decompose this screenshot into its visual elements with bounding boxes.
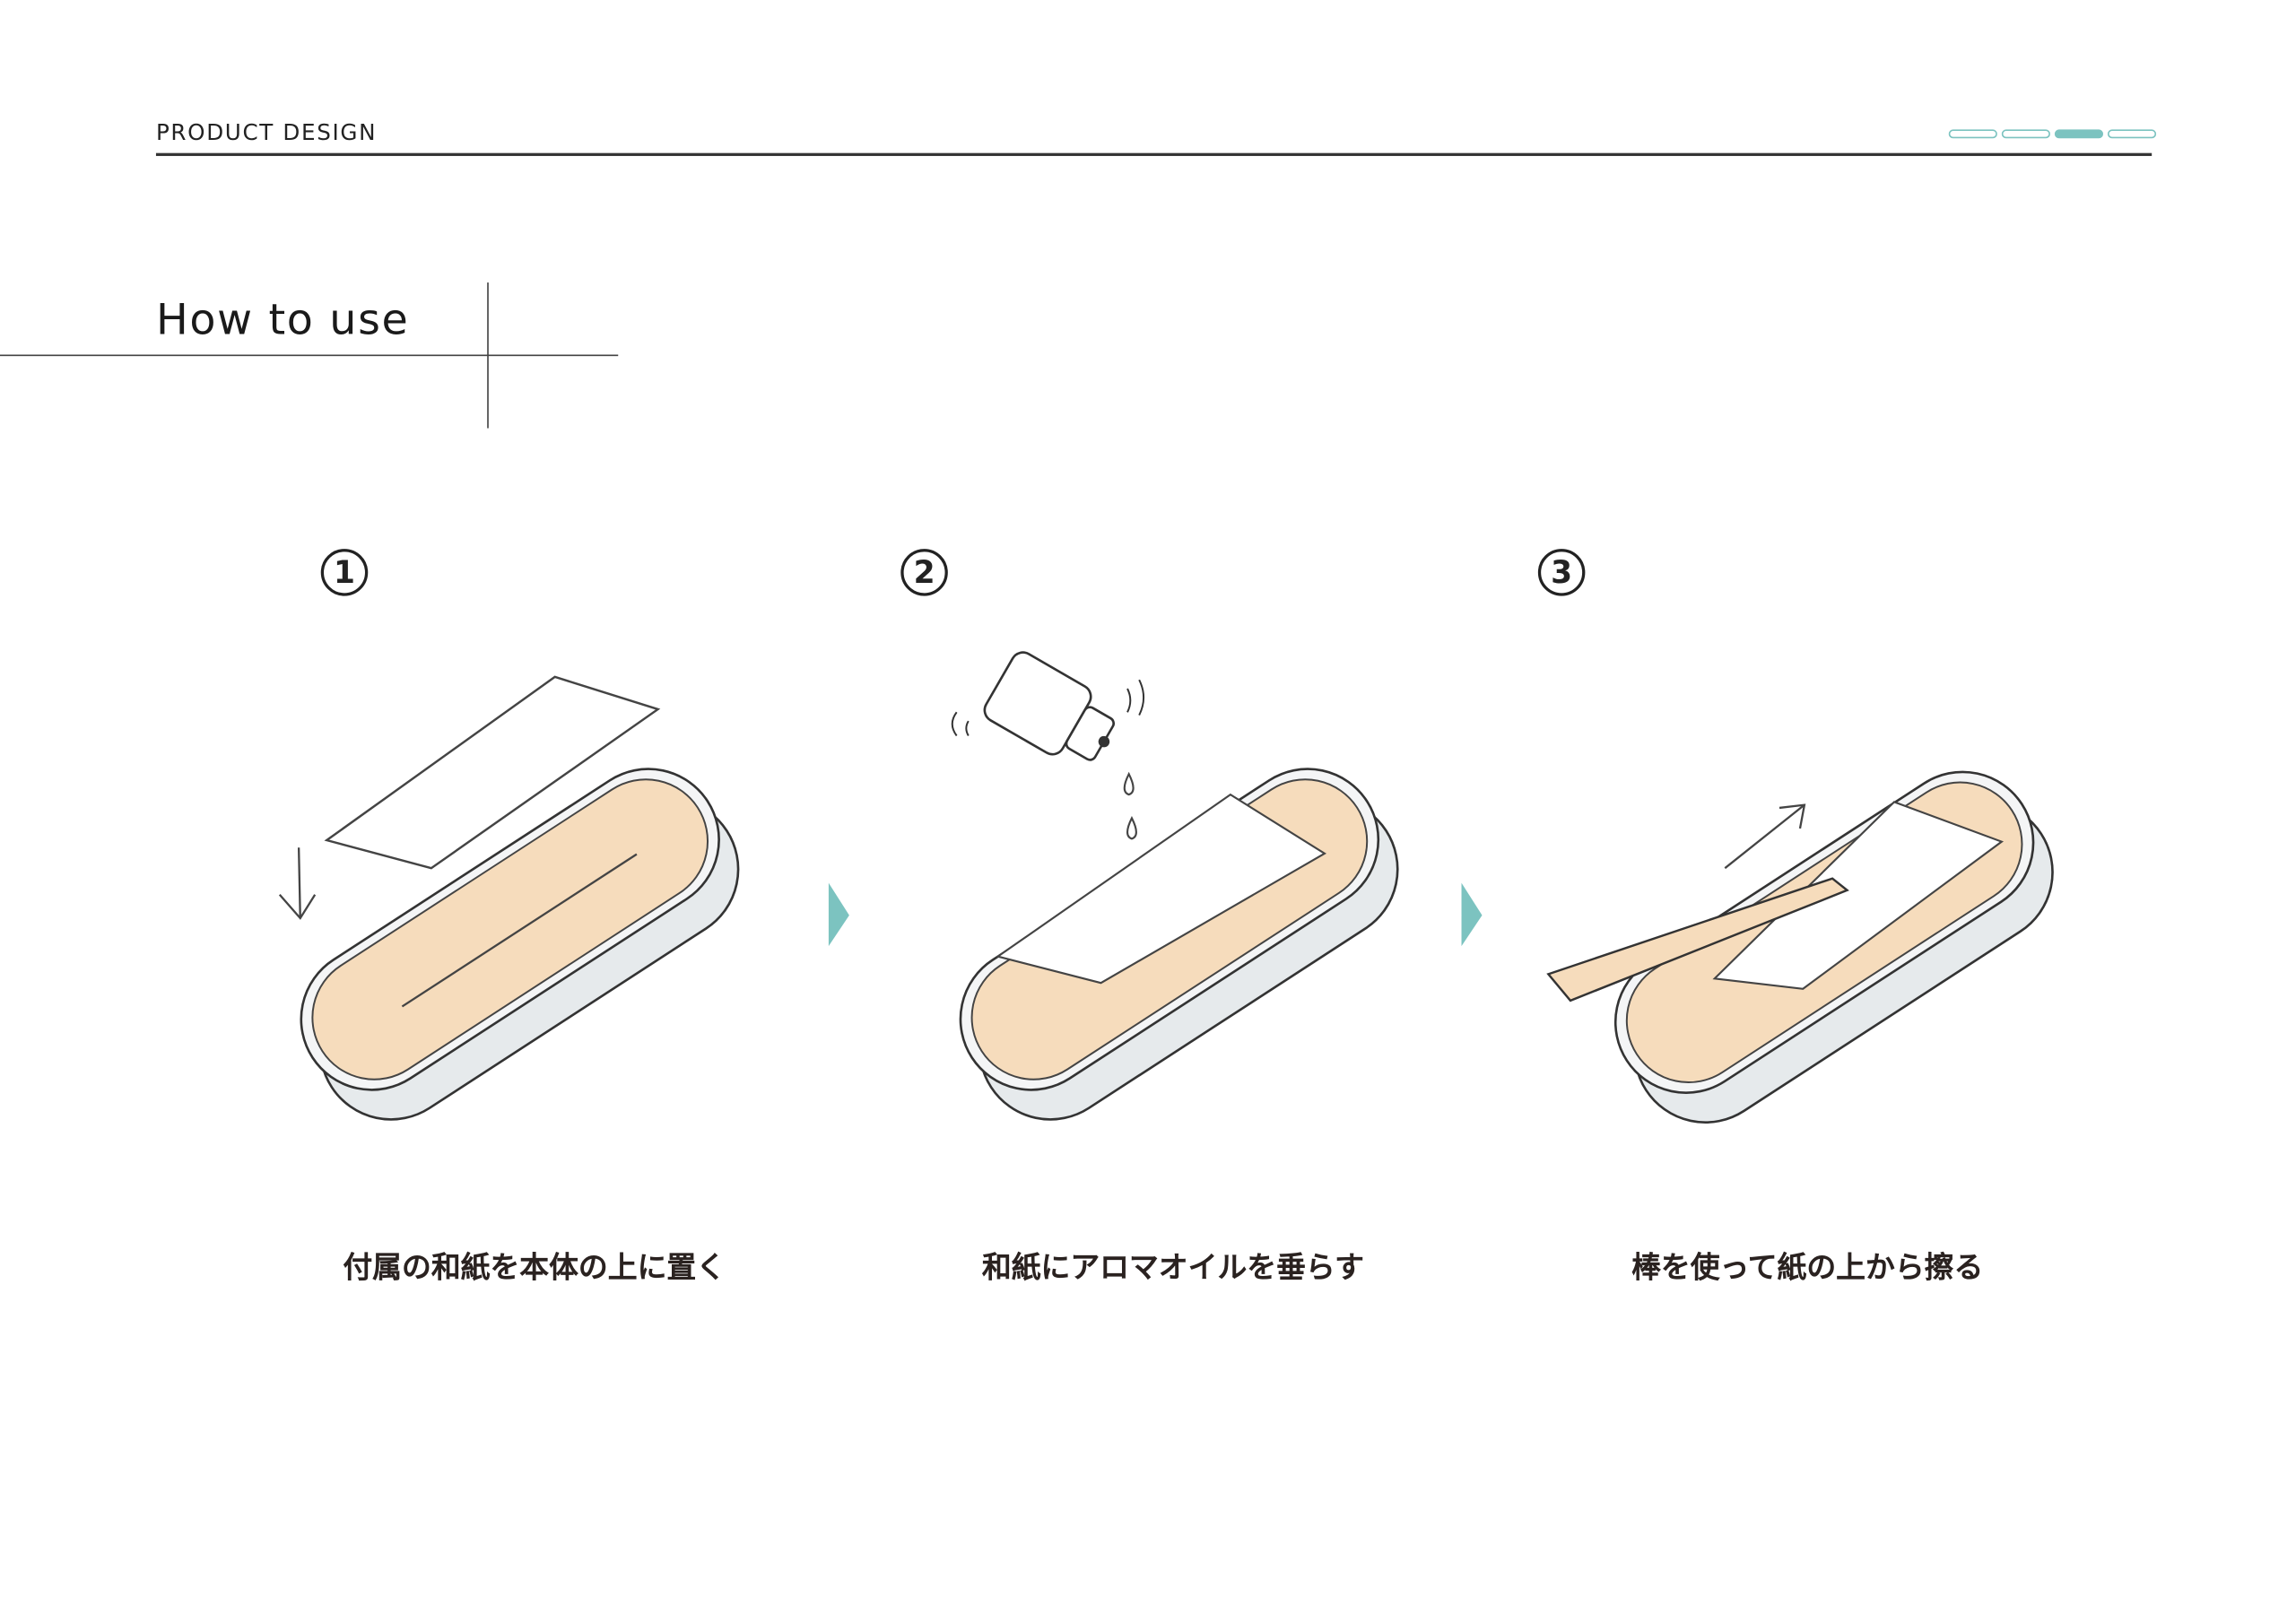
step-3-number: 3 xyxy=(1537,549,1586,596)
section-label: PRODUCT DESIGN xyxy=(155,118,378,146)
title-crosshair-vertical xyxy=(487,282,489,429)
diagonal-arrow-icon xyxy=(1724,803,1806,870)
washi-paper xyxy=(324,675,661,870)
next-step-arrow-icon xyxy=(1461,882,1483,947)
step-2-caption: 和紙にアロマオイルを垂らす xyxy=(981,1249,1364,1285)
step-2-number: 2 xyxy=(900,549,948,596)
step-2-illustration xyxy=(932,651,1426,1148)
step-3-illustration xyxy=(1546,743,2082,1151)
page-title: How to use xyxy=(155,294,410,345)
rubbing-stick xyxy=(1546,877,1849,1002)
oil-drop-icon xyxy=(1123,771,1137,840)
page-indicator-dot-3-active[interactable] xyxy=(2054,129,2104,139)
title-crosshair-horizontal xyxy=(0,354,619,357)
page-indicator-dot-4[interactable] xyxy=(2107,129,2157,139)
oil-bottle-icon xyxy=(951,651,1145,761)
step-1-number: 1 xyxy=(320,549,369,596)
page-indicator xyxy=(1948,129,2157,139)
next-step-arrow-icon xyxy=(828,882,849,947)
step-1-illustration xyxy=(273,675,767,1148)
page-indicator-dot-1[interactable] xyxy=(1948,129,1997,139)
header-divider xyxy=(155,152,2152,156)
washi-paper xyxy=(1712,801,2005,990)
down-arrow-icon xyxy=(278,847,317,920)
step-3-caption: 棒を使って紙の上から擦る xyxy=(1631,1249,1984,1285)
step-1-caption: 付属の和紙を本体の上に置く xyxy=(343,1249,726,1285)
page-indicator-dot-2[interactable] xyxy=(2001,129,2050,139)
washi-paper xyxy=(996,793,1326,985)
